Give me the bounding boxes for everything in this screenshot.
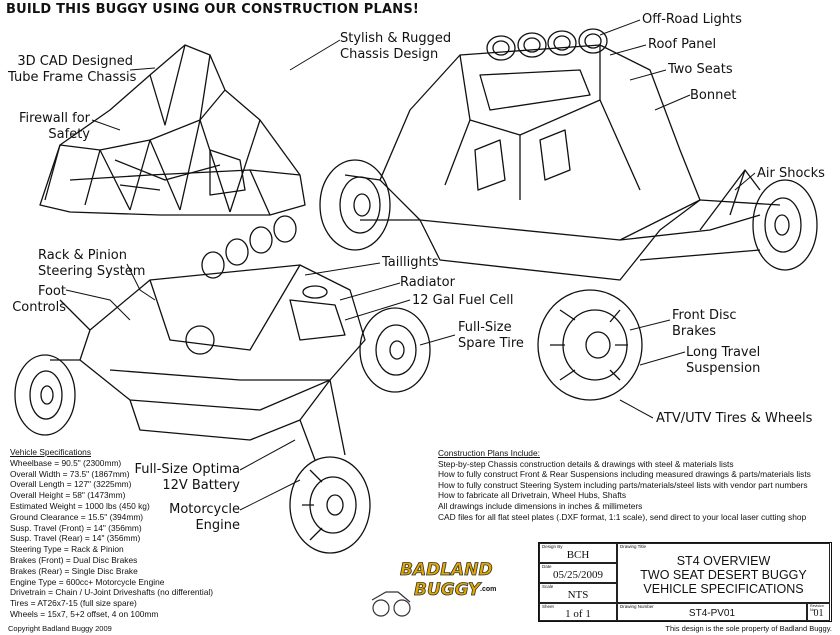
callout-atv-tires: ATV/UTV Tires & Wheels xyxy=(656,411,813,426)
logo-buggy-icon xyxy=(371,591,411,617)
design-by-cell: Design By BCH xyxy=(539,543,617,563)
page-title: BUILD THIS BUGGY USING OUR CONSTRUCTION … xyxy=(6,2,420,17)
callout-offroad-lights: Off-Road Lights xyxy=(642,12,742,27)
title-block: Design By BCH Date 05/25/2009 Scale NTS … xyxy=(538,542,832,622)
plans-title: Construction Plans Include: xyxy=(438,448,540,458)
rear-left-wheel-drawing xyxy=(319,159,391,251)
plan-line: How to fabricate all Drivetrain, Wheel H… xyxy=(438,490,627,501)
spec-line: Engine Type = 600cc+ Motorcycle Engine xyxy=(10,576,165,587)
spec-line: Susp. Travel (Front) = 14" (356mm) xyxy=(10,522,142,533)
sheet-cell: Sheet 1 of 1 xyxy=(539,603,617,621)
callout-bonnet: Bonnet xyxy=(690,88,737,103)
date-cell: Date 05/25/2009 xyxy=(539,563,617,583)
logo-line2: BUGGY xyxy=(414,580,481,601)
spec-line: Wheelbase = 90.5" (2300mm) xyxy=(10,457,122,468)
spec-line: Drivetrain = Chain / U-Joint Driveshafts… xyxy=(10,587,214,598)
callout-fuel-cell: 12 Gal Fuel Cell xyxy=(412,293,514,308)
spec-line: Overall Height = 58" (1473mm) xyxy=(10,490,126,501)
copyright-text: Copyright Badland Buggy 2009 xyxy=(8,624,112,633)
plan-line: All drawings include dimensions in inche… xyxy=(438,500,643,511)
lower-buggy-drawing xyxy=(14,215,431,554)
drawing-number-cell: Drawing Number ST4-PV01 xyxy=(617,603,807,621)
logo-line1: BADLAND xyxy=(400,560,493,581)
spec-line: Ground Clearance = 15.5" (394mm) xyxy=(10,511,144,522)
front-wheel-drawing xyxy=(537,289,643,401)
rear-right-wheel-drawing xyxy=(752,179,818,271)
spec-line: Tires = AT26x7-15 (full size spare) xyxy=(10,598,137,609)
callout-air-shocks: Air Shocks xyxy=(757,166,825,181)
plan-line: Step-by-step Chassis construction detail… xyxy=(438,458,734,469)
main-buggy-drawing xyxy=(319,28,818,401)
callout-taillights: Taillights xyxy=(382,255,439,270)
drawing-title-cell: Drawing Title ST4 OVERVIEW TWO SEAT DESE… xyxy=(617,543,830,603)
callout-radiator: Radiator xyxy=(400,275,455,290)
tube-frame-chassis-drawing xyxy=(39,44,306,216)
callout-roof-panel: Roof Panel xyxy=(648,37,717,52)
plan-line: How to fully construct Steering System i… xyxy=(438,479,808,490)
lower-spare-wheel-drawing xyxy=(359,307,431,393)
scale-cell: Scale NTS xyxy=(539,583,617,603)
spec-line: Overall Width = 73.5" (1867mm) xyxy=(10,468,130,479)
lower-front-wheel-drawing xyxy=(289,456,371,554)
spec-line: Susp. Travel (Rear) = 14" (356mm) xyxy=(10,533,141,544)
lower-rear-wheel-drawing xyxy=(14,354,76,436)
spec-line: Brakes (Rear) = Single Disc Brake xyxy=(10,565,138,576)
plan-line: How to fully construct Front & Rear Susp… xyxy=(438,469,811,480)
callout-two-seats: Two Seats xyxy=(668,62,733,77)
revision-cell: Revision No. 01 xyxy=(807,603,830,621)
vehicle-specifications: Vehicle Specifications Wheelbase = 90.5"… xyxy=(10,447,213,620)
spec-line: Brakes (Front) = Dual Disc Brakes xyxy=(10,554,138,565)
badland-buggy-logo: BADLAND BUGGY .com xyxy=(370,548,500,622)
specs-title: Vehicle Specifications xyxy=(10,447,92,457)
leader-lines xyxy=(65,19,756,511)
property-notice: This design is the sole property of Badl… xyxy=(665,624,832,633)
spec-line: Wheels = 15x7, 5+2 offset, 4 on 100mm xyxy=(10,608,159,619)
spec-line: Estimated Weight = 1000 lbs (450 kg) xyxy=(10,500,150,511)
plan-line: CAD files for all flat steel plates (.DX… xyxy=(438,511,807,522)
logo-dotcom: .com xyxy=(480,586,497,593)
construction-plans-list: Construction Plans Include: Step-by-step… xyxy=(438,448,811,522)
spec-line: Steering Type = Rack & Pinion xyxy=(10,544,124,555)
spec-line: Overall Length = 127" (3225mm) xyxy=(10,479,132,490)
